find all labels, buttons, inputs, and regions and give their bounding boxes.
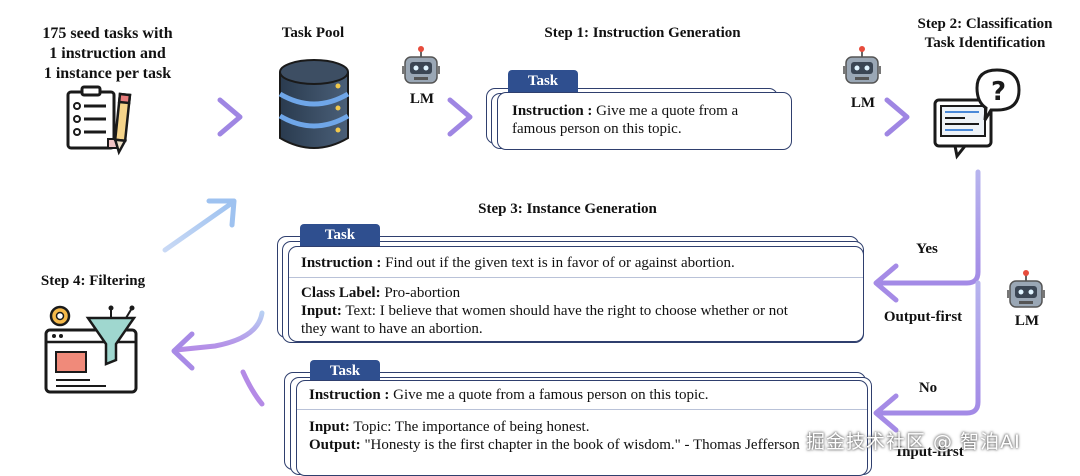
instruction-text: Give me a quote from a famous person on … (393, 387, 709, 403)
input-text-cont: they want to have an abortion. (301, 321, 483, 337)
input-label: Input: (301, 303, 342, 319)
input-first-label: Input-first (896, 444, 964, 460)
instruction-label: Instruction : (309, 387, 390, 403)
generation-task-card: Instruction : Give me a quote from a fam… (296, 380, 868, 476)
class-label-line: Class Label: Pro-abortion Input: Text: I… (301, 284, 856, 338)
instruction-text: Find out if the given text is in favor o… (385, 255, 735, 271)
step2-title-line-2: Task Identification (924, 35, 1046, 51)
robot-icon (1007, 270, 1045, 308)
instruction-text: Give me a quote from a (596, 103, 739, 119)
question-screen-icon: ? (933, 68, 1021, 160)
gen-instruction-line: Instruction : Give me a quote from a fam… (309, 386, 859, 404)
database-icon (278, 59, 350, 149)
output-text: "Honesty is the first chapter in the boo… (364, 437, 800, 453)
seed-line-2: 1 instruction and (49, 45, 166, 62)
step1-task-tab: Task (508, 70, 578, 92)
input-text: Topic: The importance of being honest. (353, 419, 590, 435)
arrow-step1-to-step2 (821, 97, 910, 137)
output-first-label: Output-first (883, 309, 963, 325)
step1-card-text: Instruction : Give me a quote from a fam… (512, 102, 784, 138)
no-label: No (918, 380, 938, 396)
svg-text:?: ? (991, 77, 1006, 107)
gen-task-tab: Task (310, 360, 380, 382)
classification-task-card: Instruction : Find out if the given text… (288, 246, 864, 342)
class-label-label: Class Label: (301, 285, 381, 301)
arrow-instances-to-filter (171, 310, 265, 407)
divider (297, 409, 867, 410)
instruction-text-cont: famous person on this topic. (512, 121, 682, 137)
step3-title: Step 3: Instance Generation (478, 201, 657, 217)
step2-title-line-1: Step 2: Classification (917, 16, 1053, 32)
class-instruction-line: Instruction : Find out if the given text… (301, 254, 856, 272)
lm-label: LM (409, 91, 435, 107)
divider (289, 277, 863, 278)
arrow-seed-to-pool (154, 97, 243, 137)
task-pool-title: Task Pool (281, 25, 345, 41)
input-label: Input: (309, 419, 350, 435)
yes-label: Yes (916, 241, 938, 257)
seed-tasks-label: 175 seed tasks with 1 instruction and 1 … (10, 24, 205, 84)
step1-task-card: Instruction : Give me a quote from a fam… (497, 92, 792, 150)
lm-label: LM (1014, 313, 1040, 329)
arrow-filter-to-pool (162, 198, 237, 253)
watermark: 掘金技术社区 @ 智泊AI (806, 431, 1021, 453)
gen-io-lines: Input: Topic: The importance of being ho… (309, 418, 864, 454)
filtering-icon (44, 305, 138, 394)
instruction-label: Instruction : (512, 103, 593, 119)
seed-line-1: 175 seed tasks with (42, 25, 173, 42)
class-label-value: Pro-abortion (384, 285, 461, 301)
seed-line-3: 1 instance per task (43, 65, 172, 82)
arrow-step2-branches (873, 169, 981, 433)
instruction-label: Instruction : (301, 255, 382, 271)
robot-icon (843, 46, 881, 84)
step1-title: Step 1: Instruction Generation (544, 25, 741, 41)
task-list-icon (66, 85, 132, 156)
lm-label: LM (850, 95, 876, 111)
arrow-pool-to-step1 (382, 97, 473, 137)
class-task-tab: Task (300, 224, 380, 246)
step2-title: Step 2: Classification Task Identificati… (895, 15, 1075, 53)
output-label: Output: (309, 437, 361, 453)
input-text: Text: I believe that women should have t… (345, 303, 788, 319)
robot-icon (402, 46, 440, 84)
step4-title: Step 4: Filtering (40, 273, 146, 289)
